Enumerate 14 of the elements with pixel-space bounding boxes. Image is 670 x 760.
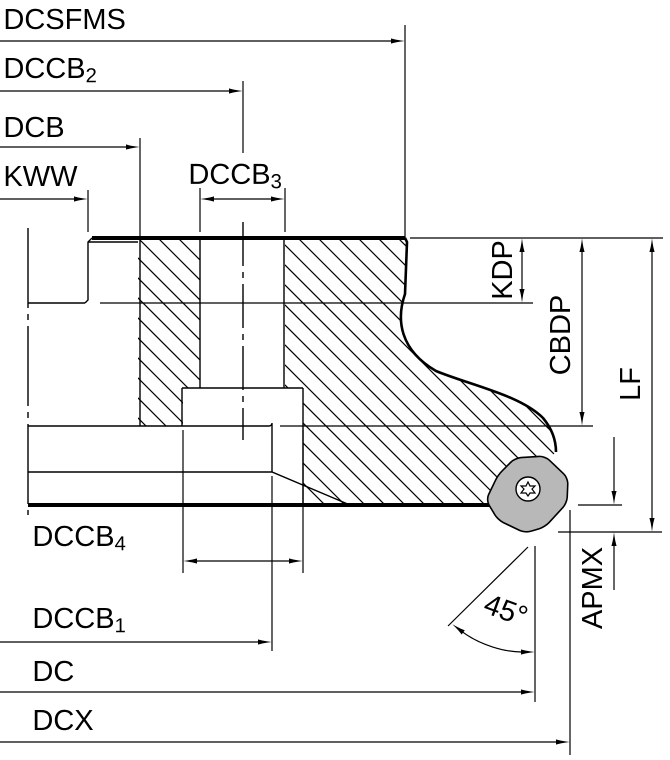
dimension-label: APMX xyxy=(582,548,602,630)
dimension-label: DCB xyxy=(6,116,64,138)
dimension-label: DCCB$_{3}$ xyxy=(190,164,281,188)
dimension-label: DCCB$_{1}$ xyxy=(34,608,125,632)
dimension-label: DCX xyxy=(34,710,94,730)
dimension-label: KDP xyxy=(492,242,512,298)
dimension-label: DCCB$_{2}$ xyxy=(6,58,96,82)
dimension-label: LF xyxy=(620,368,640,399)
dimension-label: DCCB$_{4}$ xyxy=(34,526,126,550)
dimension-label: DC xyxy=(34,660,74,682)
dimension-label: CBDP xyxy=(550,296,570,374)
dimension-label: 45° xyxy=(484,596,528,621)
dimension-label: KWW xyxy=(6,166,78,186)
dimension-label: DCSFMS xyxy=(6,8,125,30)
